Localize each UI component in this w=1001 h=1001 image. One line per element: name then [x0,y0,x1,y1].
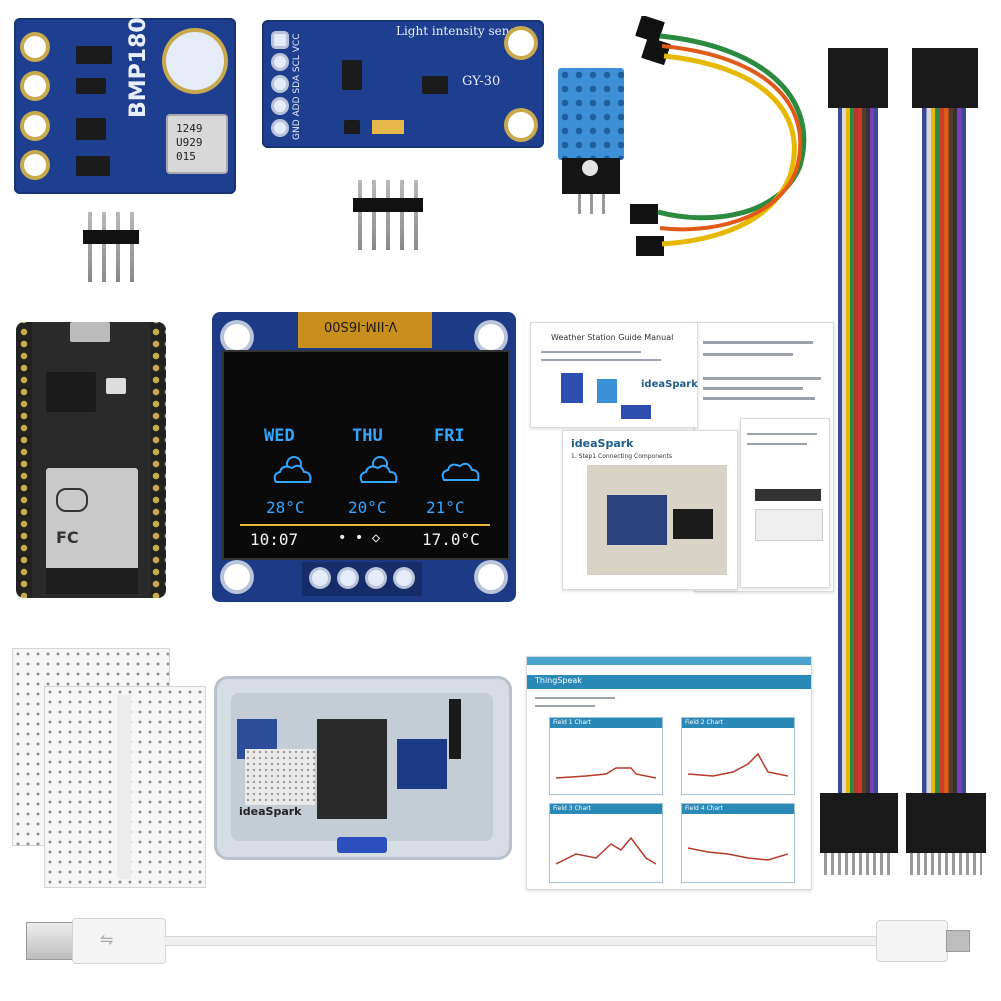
thingspeak-chart-1: Field 1 Chart [549,717,663,795]
manual-step1: 1. Step1 Connecting Components [571,453,672,460]
bmp180-sensor-board: BMP180 1249 U929 015 [14,17,236,194]
forecast-day-2: THU [352,426,383,446]
thingspeak-brand: ThingSpeak [535,676,582,685]
chart-3-title: Field 3 Chart [553,805,591,812]
gy30-model: GY-30 [462,74,501,89]
pin-header-4 [83,212,139,282]
forecast-day-3: FRI [434,426,465,446]
sensor-jumper-wires [630,16,807,256]
esp12-module: FC [46,468,138,594]
manual-page-front: ideaSpark 1. Step1 Connecting Components [562,430,738,590]
cloud-sun-icon [273,456,312,483]
oled-display-board: V-IIM-I6S00 WED THU FRI 28°C 20°C 21°C 1… [212,312,516,602]
thingspeak-chart-2: Field 2 Chart [681,717,795,795]
nodemcu-esp8266-board: FC [16,322,166,598]
manual-title: Weather Station Guide Manual [551,333,674,342]
dupont-cable-left [820,48,898,878]
bmp180-chip-text-1: 1249 [176,122,203,135]
oled-divider [240,524,490,526]
micro-usb-plug [946,930,970,952]
gy30-light-sensor-board: GND ADD SDA SCL VCC Light intensity sens… [262,20,544,148]
mini-breadboard-front [44,686,206,888]
thingspeak-chart-4: Field 4 Chart [681,803,795,883]
dupont-cable-right [906,48,986,878]
forecast-temp-2: 20°C [348,498,387,517]
chart-1-title: Field 1 Chart [553,719,591,726]
bmp180-label: BMP180 [126,17,151,118]
chart-2-title: Field 2 Chart [685,719,723,726]
cloud-icon [441,462,480,481]
thingspeak-chart-3: Field 3 Chart [549,803,663,883]
forecast-day-1: WED [264,426,295,446]
pin-header-5 [353,180,423,250]
thingspeak-dashboard: ThingSpeak Field 1 Chart Field 2 Chart F… [526,656,812,890]
manual-brand-2: ideaSpark [571,437,634,450]
fcc-badge: FC [56,528,79,547]
manual-page-side [740,418,830,588]
component-storage-box: ideaSpark [214,676,512,860]
bmp180-chip-text-3: 015 [176,150,196,163]
bmp180-chip-text-2: U929 [176,136,203,149]
manual-page-back: Weather Station Guide Manual ideaSpark [530,322,698,428]
page-indicator-dots: • • ◇ [338,530,381,546]
oled-model-label: V-IIM-I6S00 [324,318,398,333]
gy30-pin-labels: GND ADD SDA SCL VCC [292,33,302,140]
dht11-sensor [558,68,624,214]
box-brand: ideaSpark [239,805,302,818]
wifi-logo-icon [56,488,88,512]
usb-micro-cable: ⇋ [26,912,976,972]
clock-time: 10:07 [250,530,299,549]
forecast-temp-1: 28°C [266,498,305,517]
cloud-sun-icon [359,456,398,483]
current-temperature: 17.0°C [422,530,480,549]
chart-4-title: Field 4 Chart [685,805,723,812]
forecast-temp-3: 21°C [426,498,465,517]
gy30-title: Light intensity sensor [396,24,529,38]
usb-a-plug [26,922,74,960]
bmp180-chip: 1249 U929 015 [166,114,228,174]
oled-screen: WED THU FRI 28°C 20°C 21°C 10:07 • • ◇ 1… [222,350,510,560]
manual-brand-1: ideaSpark [641,379,698,390]
usb-symbol-icon: ⇋ [100,930,114,949]
manual-photo [587,465,727,575]
